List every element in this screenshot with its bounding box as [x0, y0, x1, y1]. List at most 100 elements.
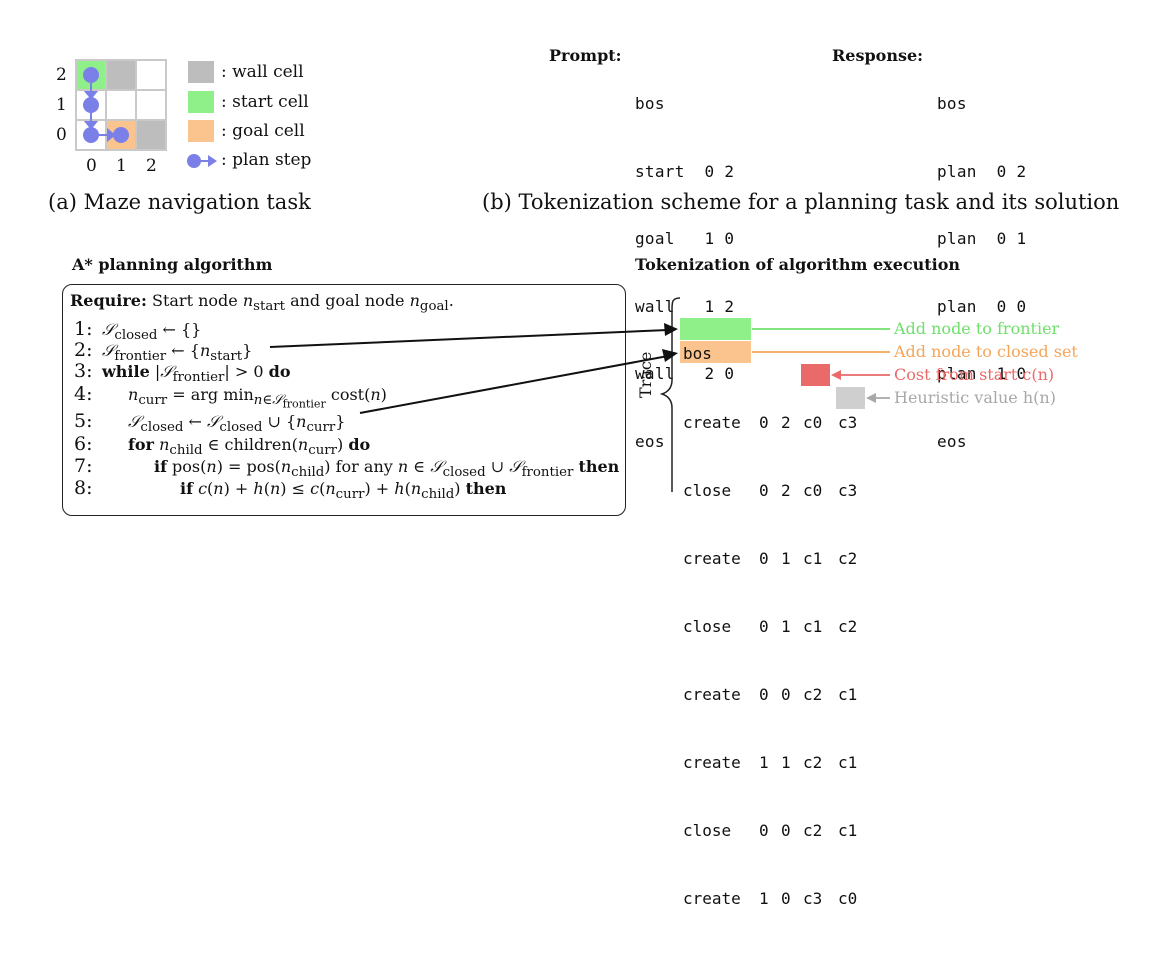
trace-cell: 1	[781, 753, 791, 773]
maze-grid	[75, 59, 167, 151]
heuristic-arrowhead	[866, 393, 876, 403]
maze-x-label-1: 1	[116, 156, 127, 176]
trace-cell: 0	[759, 616, 769, 636]
line-number: 1:	[74, 318, 93, 340]
trace-cell: c1	[838, 684, 858, 704]
trace-cell: c3	[803, 889, 823, 909]
prompt-token-line: start 0 2	[635, 161, 735, 181]
trace-cell: c0	[838, 889, 858, 909]
trace-cell: c1	[838, 821, 858, 841]
close-highlight	[680, 341, 751, 363]
trace-cell: create	[683, 889, 741, 909]
algo-line-7: 7:if pos(n) = pos(nchild) for any n ∈ 𝒮c…	[74, 455, 620, 481]
line-number: 3:	[74, 360, 93, 382]
trace-cell: 1	[759, 753, 769, 773]
maze-y-label-0: 0	[56, 125, 67, 145]
trace-cell: 0	[781, 889, 791, 909]
for-keyword: for	[128, 435, 154, 454]
line-number: 2:	[74, 339, 93, 361]
do-keyword: do	[348, 435, 371, 454]
do-keyword: do	[268, 362, 291, 381]
legend-goal: : goal cell	[221, 121, 305, 141]
prompt-label: Prompt:	[549, 46, 622, 65]
line-number: 6:	[74, 433, 93, 455]
prompt-token-line: eos	[635, 431, 665, 451]
trace-cell: 0	[759, 684, 769, 704]
response-token-line: plan 0 1	[937, 229, 1027, 248]
cost-arrowhead	[831, 370, 841, 380]
trace-cell: create	[683, 548, 741, 568]
algo-line-5: 5:𝒮closed ← 𝒮closed ∪ {ncurr}	[74, 410, 346, 436]
trace-cell: 0	[781, 821, 791, 841]
require-keyword: Require:	[70, 291, 147, 310]
response-label: Response:	[832, 46, 924, 65]
execution-heading: Tokenization of algorithm execution	[635, 255, 961, 274]
plan-step-icon	[187, 154, 217, 168]
trace-cell: close	[683, 616, 732, 636]
trace-cell: 1	[781, 616, 791, 636]
legend-wall: : wall cell	[221, 62, 304, 82]
trace-cell: bos	[683, 344, 712, 364]
algo-line-4: 4:ncurr = arg minn∈𝒮frontier cost(n)	[74, 383, 387, 411]
while-keyword: while	[102, 362, 150, 381]
prompt-token-line: wall 2 0	[635, 364, 735, 383]
cost-highlight	[801, 364, 830, 386]
legend-plan-step: : plan step	[221, 150, 312, 170]
maze-x-label-0: 0	[86, 156, 97, 176]
start-swatch	[188, 91, 214, 113]
annotation-cost: Cost from start c(n)	[894, 365, 1055, 384]
response-token-line: plan 1 0	[937, 364, 1027, 383]
annotation-lines	[269, 323, 890, 414]
if-keyword: if	[154, 457, 167, 476]
response-token-line: plan 0 0	[937, 296, 1027, 316]
trace-cell: create	[683, 753, 741, 773]
maze-y-label-1: 1	[56, 95, 67, 115]
algo-line-1: 1:𝒮closed ← {}	[74, 318, 202, 344]
trace-cell: c1	[803, 548, 823, 568]
arrow-frontier-head	[664, 323, 678, 336]
line-number: 4:	[74, 383, 93, 405]
require-text: Start node nstart and goal node ngoal.	[151, 291, 454, 315]
arrow-closed	[359, 355, 669, 414]
wall-cell	[106, 60, 136, 90]
line-number: 5:	[74, 410, 93, 432]
algo-line-6: 6:for nchild ∈ children(ncurr) do	[74, 433, 371, 459]
maze-y-label-2: 2	[56, 65, 67, 85]
trace-cell: create	[683, 684, 741, 704]
algo-line-2: 2:𝒮frontier ← {nstart}	[74, 339, 253, 365]
maze-x-label-2: 2	[146, 156, 157, 176]
trace-cell: c1	[838, 753, 858, 773]
response-token-line: eos	[937, 431, 967, 451]
annotation-closed: Add node to closed set	[894, 342, 1078, 361]
annotation-heuristic: Heuristic value h(n)	[894, 388, 1056, 407]
heuristic-highlight	[836, 387, 865, 409]
caption-b: (b) Tokenization scheme for a planning t…	[482, 190, 1120, 214]
trace-cell: c1	[803, 616, 823, 636]
response-tokens: bos plan 0 2 plan 0 1 plan 0 0 plan 1 0 …	[937, 48, 1026, 498]
algorithm-heading: A* planning algorithm	[72, 255, 273, 274]
trace-cell: 1	[759, 889, 769, 909]
trace-cell: c2	[838, 548, 858, 568]
arrow-closed-head	[662, 349, 678, 362]
wall-swatch	[188, 61, 214, 83]
prompt-token-line: bos	[635, 94, 665, 113]
trace-cell: create	[683, 412, 741, 432]
annotation-frontier: Add node to frontier	[894, 319, 1060, 338]
trace-cell: c3	[838, 412, 858, 432]
prompt-token-line: goal 1 0	[635, 229, 735, 248]
response-token-line: plan 0 2	[937, 161, 1027, 181]
trace-row: bos	[683, 343, 857, 366]
trace-cell: c2	[838, 616, 858, 636]
legend-start: : start cell	[221, 92, 309, 112]
algo-line-3: 3:while |𝒮frontier| > 0 do	[74, 360, 291, 386]
trace-cell: 0	[759, 548, 769, 568]
trace-cell: c2	[803, 821, 823, 841]
trace-cell: 2	[781, 412, 791, 432]
trace-cell: c2	[803, 684, 823, 704]
wall-cell	[136, 120, 166, 150]
